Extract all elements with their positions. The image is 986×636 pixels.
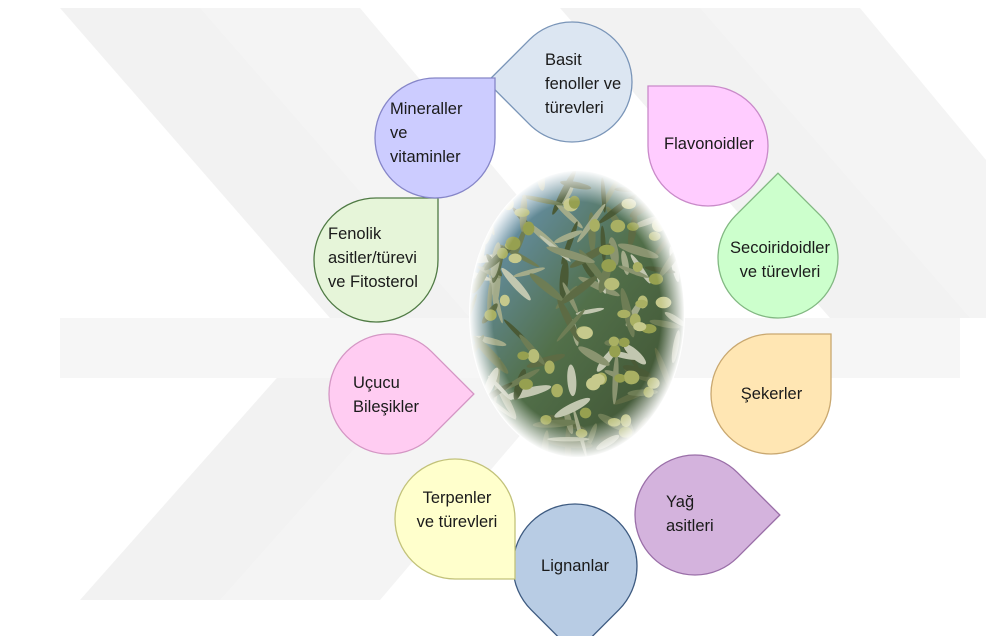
petal-secoiridoidler — [717, 172, 839, 319]
petal-yag-asitleri — [634, 454, 781, 576]
petal-basit-fenoller — [486, 21, 633, 143]
petal-fenolik-asitler — [313, 197, 439, 323]
petal-label-yag-asitleri: Yağ asitleri — [666, 493, 714, 535]
petal-mineraller — [374, 77, 496, 199]
petal-label-fenolik-asitler: Fenolik asitler/türevi ve Fitosterol — [328, 225, 418, 291]
petal-label-basit-fenoller: Basit fenoller ve türevleri — [545, 51, 622, 117]
petal-label-sekerler: Şekerler — [740, 385, 803, 403]
petal-terpenler — [394, 458, 516, 580]
petal-ucucu-bilesikler — [328, 333, 475, 455]
petal-flavonoidler — [647, 85, 769, 207]
petal-label-secoiridoidler: Secoiridoidler ve türevleri — [730, 239, 830, 281]
petal-label-lignanlar: Lignanlar — [541, 557, 609, 575]
petal-label-ucucu-bilesikler: Uçucu Bileşikler — [353, 374, 420, 416]
petal-label-mineraller: Mineraller ve vitaminler — [390, 100, 463, 166]
petal-label-terpenler: Terpenler ve türevleri — [416, 489, 498, 531]
petal-sekerler — [710, 333, 832, 455]
petal-label-flavonoidler: Flavonoidler — [664, 135, 754, 153]
